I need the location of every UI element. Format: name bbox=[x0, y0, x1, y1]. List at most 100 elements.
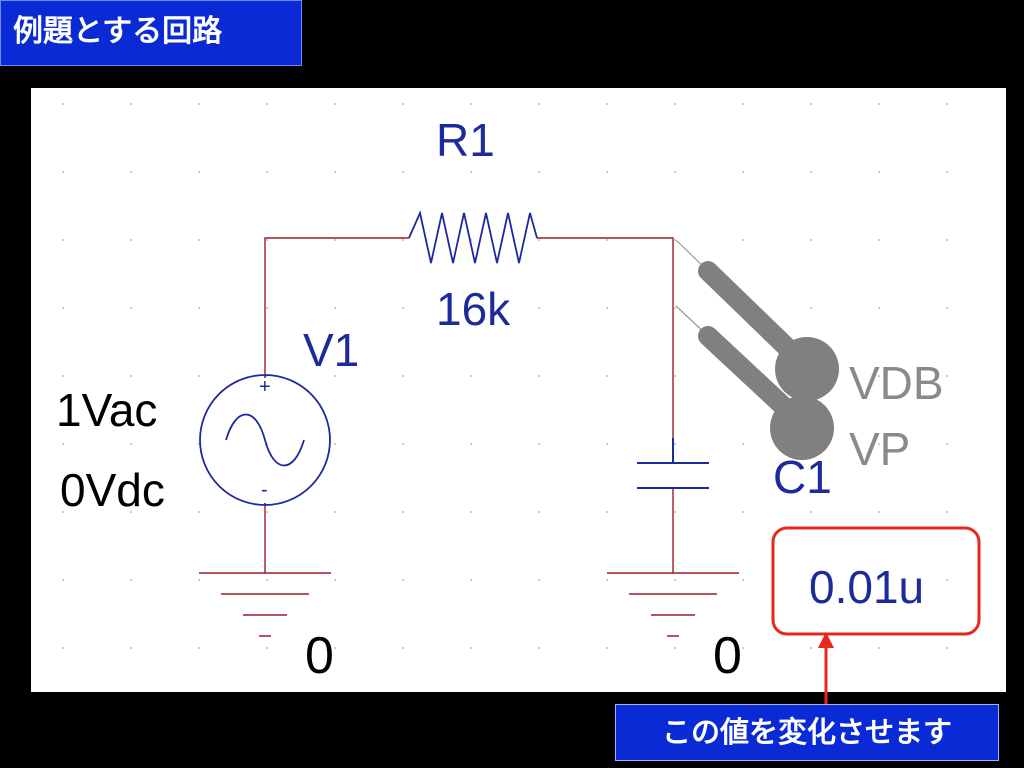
grid-dot bbox=[334, 647, 336, 649]
grid-dot bbox=[742, 579, 744, 581]
grid-dot bbox=[62, 647, 64, 649]
grid-dot bbox=[946, 647, 948, 649]
grid-dot bbox=[402, 511, 404, 513]
grid-dot bbox=[470, 375, 472, 377]
source-dc-label: 0Vdc bbox=[60, 464, 165, 516]
ground-right-label: 0 bbox=[713, 627, 742, 685]
grid-dot bbox=[606, 307, 608, 309]
grid-dot bbox=[810, 647, 812, 649]
grid-dot bbox=[266, 171, 268, 173]
grid-dot bbox=[946, 443, 948, 445]
ground-right bbox=[607, 572, 739, 637]
wires bbox=[264, 237, 674, 573]
grid-dot bbox=[538, 307, 540, 309]
grid-dot bbox=[266, 647, 268, 649]
grid-dot bbox=[402, 647, 404, 649]
grid-dot bbox=[810, 511, 812, 513]
grid-dot bbox=[198, 103, 200, 105]
grid-dot bbox=[470, 171, 472, 173]
grid-dot bbox=[62, 171, 64, 173]
grid-dot bbox=[62, 375, 64, 377]
schematic-diagram: + - R1 16k V1 1Vac 0 bbox=[56, 103, 981, 685]
grid-dot bbox=[810, 171, 812, 173]
grid-dot bbox=[130, 579, 132, 581]
grid-dot bbox=[130, 171, 132, 173]
capacitor-ref-label: C1 bbox=[773, 451, 832, 503]
vp-marker[interactable] bbox=[675, 305, 834, 460]
grid-dot bbox=[878, 103, 880, 105]
wire-right bbox=[537, 237, 674, 438]
grid-dot bbox=[674, 511, 676, 513]
grid-dot bbox=[674, 579, 676, 581]
vdb-marker-label: VDB bbox=[849, 357, 944, 409]
grid-dot bbox=[402, 579, 404, 581]
grid-dot bbox=[198, 239, 200, 241]
capacitor-c1[interactable] bbox=[637, 438, 709, 489]
grid-dot bbox=[878, 307, 880, 309]
grid-dot bbox=[130, 307, 132, 309]
resistor-r1[interactable] bbox=[408, 210, 538, 264]
grid-dot bbox=[334, 103, 336, 105]
grid-dot bbox=[538, 579, 540, 581]
grid-dot bbox=[334, 239, 336, 241]
grid-dot bbox=[538, 171, 540, 173]
resistor-ref-label: R1 bbox=[436, 114, 495, 166]
grid-dot bbox=[878, 579, 880, 581]
source-ref-label: V1 bbox=[303, 324, 359, 376]
grid-dot bbox=[198, 307, 200, 309]
grid-dot bbox=[402, 171, 404, 173]
source-ac-label: 1Vac bbox=[56, 384, 157, 436]
grid-dot bbox=[606, 239, 608, 241]
grid-dot bbox=[674, 647, 676, 649]
grid-dot bbox=[198, 171, 200, 173]
grid-dot bbox=[266, 103, 268, 105]
grid-dot bbox=[878, 375, 880, 377]
wire-left bbox=[264, 237, 409, 376]
grid-dot bbox=[334, 579, 336, 581]
grid-dot bbox=[606, 579, 608, 581]
grid-dot bbox=[538, 375, 540, 377]
grid-dot bbox=[538, 443, 540, 445]
grid-dot bbox=[946, 103, 948, 105]
grid-dot bbox=[606, 171, 608, 173]
grid-dot bbox=[470, 511, 472, 513]
value-highlight-box bbox=[771, 526, 981, 636]
grid-dot bbox=[742, 239, 744, 241]
grid-dot bbox=[742, 511, 744, 513]
grid-dot bbox=[878, 511, 880, 513]
grid-dot bbox=[402, 239, 404, 241]
grid-dot bbox=[674, 239, 676, 241]
grid-dot bbox=[266, 307, 268, 309]
capacitor-value-label[interactable]: 0.01u bbox=[809, 561, 924, 613]
grid-dot bbox=[742, 443, 744, 445]
grid-dot bbox=[674, 103, 676, 105]
grid-dot bbox=[334, 307, 336, 309]
arrow-head-icon bbox=[818, 632, 834, 648]
voltage-source-v1[interactable] bbox=[199, 374, 331, 506]
grid-dot bbox=[130, 239, 132, 241]
grid-dot bbox=[606, 443, 608, 445]
grid-dot bbox=[606, 375, 608, 377]
callout-box: この値を変化させます bbox=[615, 704, 999, 761]
grid-dot bbox=[810, 579, 812, 581]
grid-dot bbox=[538, 239, 540, 241]
grid-dot bbox=[946, 375, 948, 377]
grid-dot bbox=[810, 103, 812, 105]
vdb-marker[interactable] bbox=[675, 239, 839, 401]
grid-dot bbox=[198, 511, 200, 513]
ground-left bbox=[199, 572, 331, 637]
schematic-canvas: + - R1 16k V1 1Vac 0 bbox=[31, 88, 1006, 692]
grid-dot bbox=[198, 375, 200, 377]
grid-dot bbox=[878, 443, 880, 445]
grid-dot bbox=[946, 307, 948, 309]
grid-dot bbox=[674, 307, 676, 309]
grid-dot bbox=[402, 307, 404, 309]
slide-title: 例題とする回路 bbox=[0, 0, 302, 66]
grid-dot bbox=[62, 103, 64, 105]
grid-dot bbox=[470, 103, 472, 105]
sine-wave-icon bbox=[225, 413, 305, 467]
grid-dot bbox=[810, 239, 812, 241]
grid-dot bbox=[402, 375, 404, 377]
source-plus-sign: + bbox=[259, 376, 271, 398]
grid-dot bbox=[62, 511, 64, 513]
